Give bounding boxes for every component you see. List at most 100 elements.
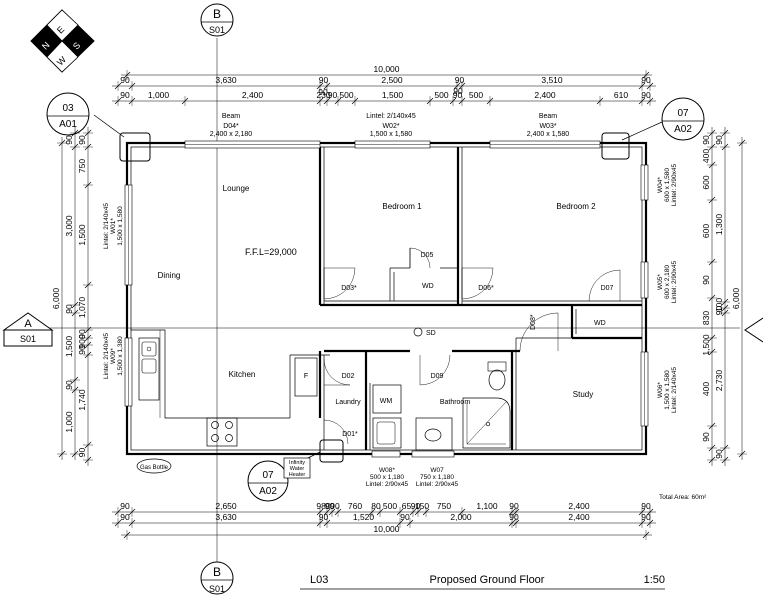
dim-right-row2-4: 90	[701, 275, 711, 285]
dim-right-row1-1: 1,300	[714, 214, 724, 236]
wardrobe-label-2: WD	[594, 320, 606, 327]
compass-n: N	[40, 40, 52, 52]
dim-bot-row1-2: 980	[316, 501, 330, 511]
dim-left-row1-5: 1,000	[64, 411, 74, 433]
dim-left-row2-0: 90	[77, 135, 87, 145]
room-bathroom: Bathroom	[440, 399, 471, 406]
smoke-detector	[413, 327, 423, 337]
marker-bottom-sheet: S01	[209, 584, 225, 594]
w07-lintel: Lintel: 2/90x45	[416, 481, 459, 488]
w04-label: W04*	[657, 177, 664, 193]
callout-07-top-num: 07	[677, 108, 689, 119]
dim-bot-row2-2: 90	[319, 512, 329, 522]
dim-bot-row1-13: 90	[509, 501, 519, 511]
room-lounge: Lounge	[223, 184, 250, 193]
room-laundry: Laundry	[335, 399, 361, 406]
marker-left-sheet: S01	[20, 334, 36, 344]
washing-machine	[372, 384, 402, 414]
dim-left-row2-7: 1,740	[77, 389, 87, 411]
callout-07-bottom: 07 A02	[247, 451, 321, 502]
room-bedroom2: Bedroom 2	[556, 202, 596, 211]
dim-bot-row1-5: 760	[348, 501, 362, 511]
dim-bot-row1-4: 90	[330, 501, 340, 511]
dim-top-row2-extra: 90	[453, 86, 463, 96]
compass-s: S	[71, 40, 82, 51]
marker-left-letter: A	[24, 318, 32, 330]
dim-top-row2-0: 90	[120, 90, 130, 100]
hot-water-unit	[283, 457, 311, 479]
w08-size: 500 x 1,180	[370, 474, 404, 481]
dim-left-row1-1: 3,000	[64, 215, 74, 237]
dim-left-total-0: 6,000	[51, 288, 61, 310]
dim-top-row2-2: 2,400	[242, 90, 264, 100]
dim-left-row2-6: 90	[77, 345, 87, 355]
dim-left-row1-3: 1,500	[64, 336, 74, 358]
w01-lintel: Lintel: 2/140x45	[103, 203, 110, 249]
dim-bot-row2-4: 90	[400, 512, 410, 522]
section-marker-left-a: A S01	[2, 312, 54, 347]
callout-07-top: 07 A02	[621, 97, 705, 141]
dim-top-row2-11: 610	[614, 90, 628, 100]
compass-e: E	[55, 24, 66, 35]
w04-size: 600 x 1,580	[664, 168, 671, 202]
drawing-scale: 1:50	[644, 574, 665, 586]
compass-rose: E S N W	[30, 9, 95, 73]
dim-bot-row1-14: 2,400	[568, 501, 590, 511]
drawing-title: Proposed Ground Floor	[430, 574, 545, 586]
wardrobe-label-1: WD	[422, 283, 434, 290]
dim-left-row2-4: 90	[77, 329, 87, 339]
dim-top-row1-extra: 90	[318, 87, 328, 97]
dim-bot-total-0: 10,000	[374, 524, 400, 534]
d04-label: D04*	[223, 123, 239, 130]
w06-lintel: Lintel: 2/140x45	[671, 367, 678, 413]
w07-label: W07	[430, 467, 444, 474]
fridge-space	[294, 357, 318, 397]
dim-right-row2-6: 1,500	[701, 334, 711, 356]
dim-left-row2-1: 750	[77, 159, 87, 173]
dim-bot-row1-11: 750	[437, 501, 451, 511]
callout-07-top-sheet: A02	[674, 124, 692, 135]
door-d09: D09	[431, 373, 444, 380]
dim-bot-row1-15: 90	[641, 501, 651, 511]
room-bedroom1: Bedroom 1	[382, 202, 422, 211]
w01-label: W01*	[110, 218, 117, 234]
dim-top-row2-9: 500	[469, 90, 483, 100]
dim-top-row2-1: 1,000	[148, 90, 170, 100]
cooktop	[206, 417, 238, 447]
dim-right-row1-5: 90	[714, 449, 724, 459]
door-d06: D06*	[478, 285, 494, 292]
marker-top-sheet: S01	[209, 25, 225, 35]
sd-label: SD	[426, 330, 436, 337]
dim-bot-row2-1: 3,630	[215, 512, 237, 522]
w05-lintel: Lintel: 2/90x45	[671, 260, 678, 303]
section-marker-right-partial	[744, 317, 763, 343]
dim-top-row2-6: 1,500	[382, 90, 404, 100]
drawing-number: L03	[310, 574, 328, 586]
section-marker-top-b: B S01	[200, 3, 234, 37]
w03-size: 2,400 x 1,580	[527, 131, 570, 138]
callout-03-num: 03	[62, 103, 74, 114]
door-d01: D01*	[342, 431, 358, 438]
dim-bot-row1-12: 1,100	[476, 501, 498, 511]
beam-left-label: Beam	[222, 113, 240, 120]
toilet-bowl	[488, 369, 506, 391]
callout-03: 03 A01	[46, 92, 125, 138]
dim-bot-row1-0: 90	[120, 501, 130, 511]
walls	[125, 141, 648, 456]
dim-right-row1-2: 100	[714, 298, 724, 312]
dim-right-total-0: 6,000	[731, 288, 741, 310]
dim-top-row1-0: 90	[120, 75, 130, 85]
dim-bot-row1-9: 90	[411, 501, 421, 511]
dim-top-row2-10: 2,400	[534, 90, 556, 100]
dim-top-row2-5: 500	[339, 90, 353, 100]
shower-base	[462, 397, 511, 449]
w08-lintel: Lintel: 2/90x45	[366, 481, 409, 488]
ffl-level: F.F.L=29,000	[245, 247, 297, 257]
dim-right-row2-1: 400	[701, 149, 711, 163]
dim-right-row2-5: 830	[701, 311, 711, 325]
room-study: Study	[573, 390, 593, 399]
dim-left-row2-2: 1,500	[77, 224, 87, 246]
dim-bot-row2-0: 90	[120, 512, 130, 522]
